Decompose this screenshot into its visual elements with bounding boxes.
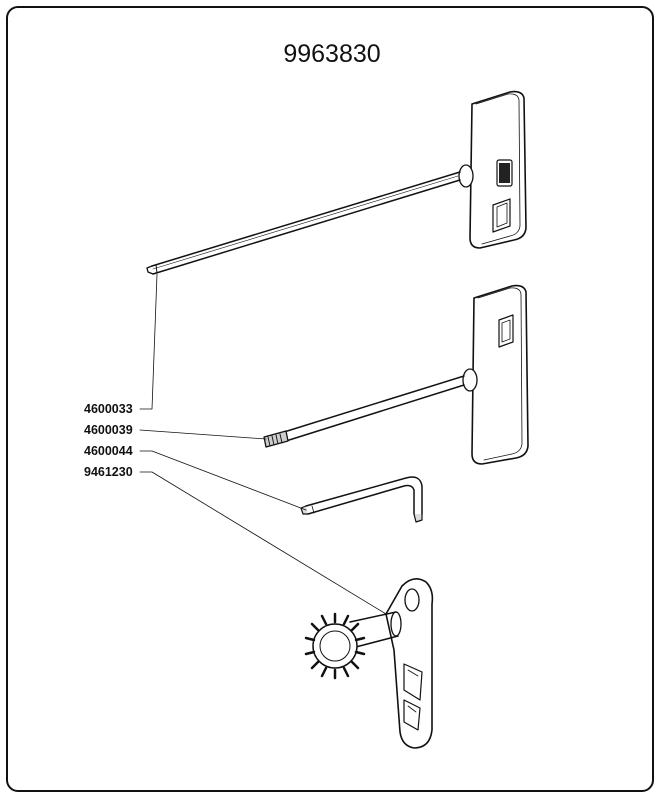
callout-label: 4600044 xyxy=(84,444,133,458)
leader-lines xyxy=(139,273,387,615)
t-handle-short-tool xyxy=(263,284,529,465)
callout-label: 4600033 xyxy=(84,402,133,416)
drawing-frame xyxy=(6,6,654,792)
l-hex-key xyxy=(300,476,423,523)
t-handle-long-tool xyxy=(146,90,527,275)
callout-label: 9461230 xyxy=(84,465,133,479)
callout-label: 4600039 xyxy=(84,423,133,437)
gear-spanner-tool xyxy=(304,578,434,749)
drawing-title: 9963830 xyxy=(283,40,381,68)
